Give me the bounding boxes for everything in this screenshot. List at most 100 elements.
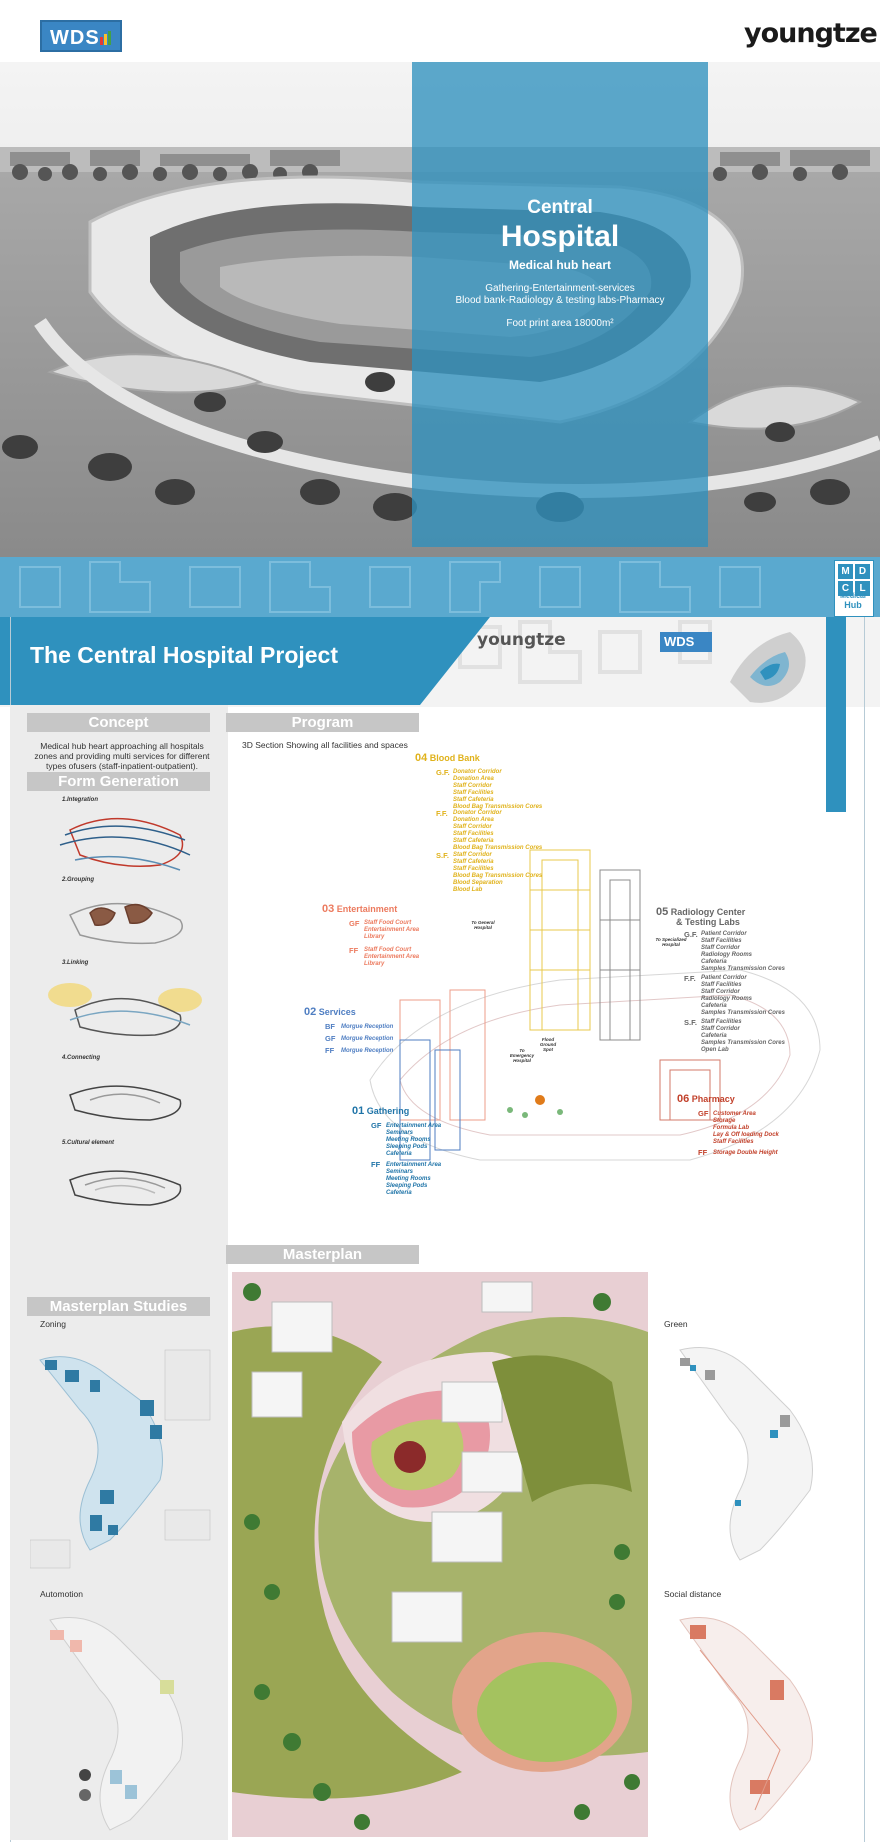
zoning-caption: Zoning — [40, 1319, 66, 1329]
blood-bank-sf-list: Staff Corridor Staff Cafeteria Staff Fac… — [453, 852, 542, 894]
list-item: Staff Corridor — [453, 824, 492, 830]
badge-letter: M — [838, 564, 853, 579]
list-item: Sleeping Pods — [386, 1144, 428, 1150]
gathering-num: 01 — [352, 1105, 365, 1117]
blood-bank-heading: 04 Blood Bank — [415, 752, 480, 764]
radiology-title: Radiology Center — [670, 907, 746, 917]
blood-bank-num: 04 — [415, 752, 428, 764]
hero-program-line1: Gathering-Entertainment-services — [485, 283, 635, 294]
annotation-flood-ground-spot: Flood Ground Spot — [539, 1037, 557, 1052]
list-item: Staff Corridor — [701, 945, 740, 951]
list-item: Samples Transmission Cores — [701, 966, 785, 972]
hero-render: Central Hospital Medical hub heart Gathe… — [0, 62, 880, 557]
floor-label: G.F. — [436, 768, 450, 777]
hero-title-line2: Hospital — [500, 220, 620, 253]
list-item: Cafeteria — [701, 1003, 727, 1009]
concept-header: Concept — [27, 713, 210, 732]
list-item: Samples Transmission Cores — [701, 1040, 785, 1046]
pharmacy-gf-list: Customer Area Storage Formula Lab Lay & … — [713, 1111, 779, 1146]
list-item: Entertainment Area — [386, 1123, 442, 1129]
list-item: Radiology Rooms — [701, 996, 753, 1002]
concept-text: Medical hub heart approaching all hospit… — [34, 741, 210, 771]
list-item: Donator Corridor — [453, 810, 502, 816]
entertainment-gf-list: Staff Food Court Entertainment Area Libr… — [364, 920, 419, 941]
green-caption: Green — [664, 1319, 688, 1329]
list-item: Library — [364, 961, 385, 967]
list-item: Staff Cafeteria — [453, 838, 494, 844]
form-step-label: 1.Integration — [62, 797, 99, 803]
frame-line-right — [864, 617, 865, 1842]
title-band-shape — [0, 617, 880, 707]
list-item: Library — [364, 934, 385, 940]
entertainment-ff-list: Staff Food Court Entertainment Area Libr… — [364, 947, 419, 968]
hero-subtitle: Medical hub heart — [508, 258, 612, 272]
list-item: Donation Area — [453, 817, 494, 823]
social-distance-diagram — [679, 1617, 813, 1831]
pharmacy-title: Pharmacy — [691, 1094, 735, 1104]
entertainment-title: Entertainment — [336, 904, 398, 914]
radiology-ff-list: Patient Corridor Staff Facilities Staff … — [701, 975, 785, 1017]
list-item: Blood Separation — [453, 880, 503, 886]
list-item: Blood Bag Transmission Cores — [453, 804, 543, 810]
list-item: Cafeteria — [386, 1151, 412, 1157]
list-item: Blood Bag Transmission Cores — [453, 845, 543, 851]
form-step-label: 2.Grouping — [62, 877, 94, 883]
badge-letter: C — [838, 581, 853, 596]
floor-label: BF — [325, 1022, 335, 1031]
masterplan-studies-header: Masterplan Studies — [27, 1297, 210, 1316]
project-title: The Central Hospital Project — [30, 642, 339, 668]
list-item: Meeting Rooms — [386, 1137, 431, 1143]
list-item: Staff Facilities — [453, 831, 494, 837]
zoning-diagram — [30, 1349, 211, 1569]
list-item: Entertainment Area — [364, 954, 420, 960]
entertainment-heading: 03 Entertainment — [322, 903, 397, 915]
top-bar — [0, 0, 880, 62]
list-item: Staff Corridor — [701, 1026, 740, 1032]
hero-title-line1: Central — [527, 197, 593, 218]
badge-letter: L — [855, 581, 870, 596]
form-step-label: 3.Linking — [62, 960, 89, 966]
social-distance-caption: Social distance — [664, 1589, 722, 1599]
annotation-general-hospital: To General Hospital — [471, 920, 495, 930]
floor-label: FF — [325, 1046, 335, 1055]
list-item: Staff Food Court — [364, 947, 412, 953]
list-item: Customer Area — [713, 1111, 756, 1117]
list-item: Entertainment Area — [364, 927, 420, 933]
badge-caption-line1: Medical — [840, 593, 866, 600]
pharmacy-heading: 06 Pharmacy — [677, 1093, 735, 1105]
youngtze-logo: youngtze — [744, 18, 878, 49]
list-item: Staff Corridor — [453, 783, 492, 789]
list-item: Cafeteria — [386, 1190, 412, 1196]
list-item: Cafeteria — [701, 1033, 727, 1039]
form-generation-diagrams — [48, 817, 202, 1206]
gathering-heading: 01 Gathering — [352, 1105, 409, 1117]
list-item: Entertainment Area — [386, 1162, 442, 1168]
list-item: Lay & Off loading Dock — [713, 1132, 779, 1138]
hero-program-line2: Blood bank-Radiology & testing labs-Phar… — [455, 295, 665, 306]
blood-bank-ff-list: Donator Corridor Donation Area Staff Cor… — [453, 810, 542, 852]
badge-letter: D — [855, 564, 870, 579]
list-item: Meeting Rooms — [386, 1176, 431, 1182]
automotion-caption: Automotion — [40, 1589, 83, 1599]
masterplan-drawing — [232, 1272, 648, 1837]
list-item: Blood Lab — [453, 887, 483, 893]
services-ff: Morgue Reception — [341, 1048, 394, 1054]
form-generation-header: Form Generation — [27, 772, 210, 791]
floor-label: F.F. — [684, 974, 696, 983]
automotion-diagram — [49, 1617, 183, 1831]
services-heading: 02 Services — [304, 1006, 356, 1018]
badge-caption-line2: Hub — [844, 600, 862, 610]
list-item: Formula Lab — [713, 1125, 750, 1131]
floor-label: GF — [698, 1109, 709, 1118]
annotation-emergency-hospital: To Emergency Hospital — [509, 1048, 535, 1063]
blood-bank-gf-list: Donator Corridor Donation Area Staff Cor… — [453, 769, 542, 811]
list-item: Staff Cafeteria — [453, 859, 494, 865]
floor-label: S.F. — [436, 851, 449, 860]
list-item: Patient Corridor — [701, 975, 747, 981]
floor-label: GF — [349, 919, 360, 928]
form-step-label: 4.Connecting — [62, 1055, 101, 1061]
blood-bank-title: Blood Bank — [429, 753, 480, 763]
pharmacy-num: 06 — [677, 1093, 690, 1105]
list-item: Staff Facilities — [701, 938, 742, 944]
youngtze-logo-small: youngtze — [477, 630, 566, 650]
